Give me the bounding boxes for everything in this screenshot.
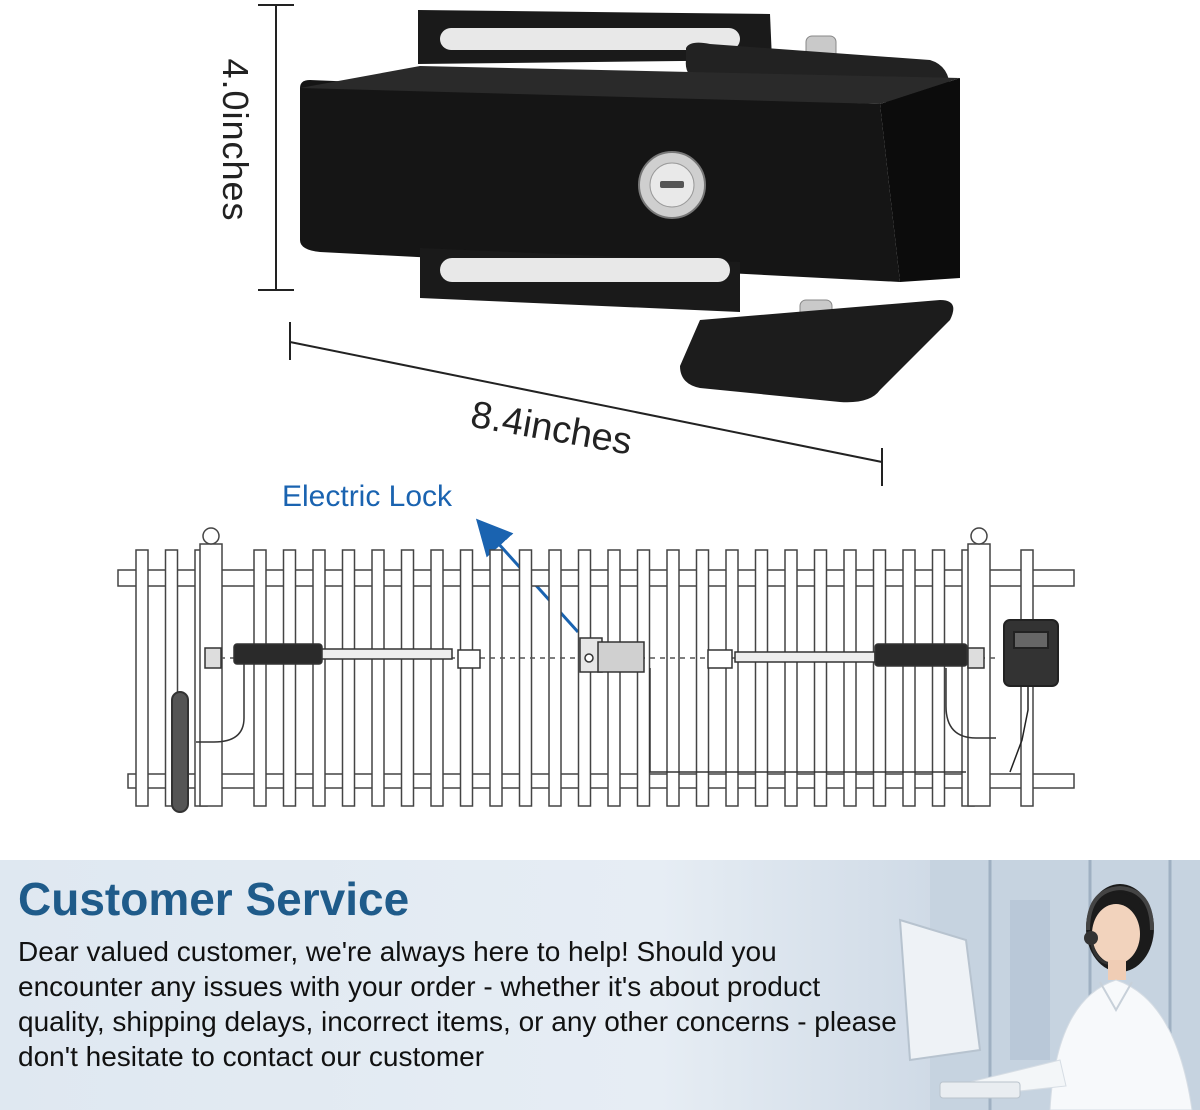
- bottom-rail: [127, 773, 1075, 789]
- right-gate-opener: [649, 643, 996, 773]
- fence-picket: [872, 549, 887, 807]
- lock-body: [300, 66, 960, 282]
- gate-installation-diagram: [117, 518, 1075, 813]
- fence-picket: [548, 549, 562, 807]
- left-post: [199, 543, 223, 807]
- keyboard: [939, 1081, 1021, 1099]
- width-dimension-line: [289, 322, 883, 486]
- remote-receiver: [171, 691, 189, 813]
- fence-picket: [489, 549, 503, 807]
- right-post: [967, 543, 991, 807]
- top-rail: [117, 569, 1075, 587]
- fence-picket: [902, 549, 916, 807]
- fence-picket: [695, 549, 710, 807]
- power-supply-box: [1003, 619, 1059, 773]
- fence-picket: [253, 549, 267, 807]
- height-dimension-label: 4.0inches: [215, 58, 256, 222]
- fence-picket: [459, 549, 474, 807]
- top-bracket: [418, 10, 772, 64]
- key-cylinder: [638, 151, 706, 219]
- fence-picket: [784, 549, 798, 807]
- fence-pickets: [135, 549, 1034, 807]
- fence-picket: [666, 549, 680, 807]
- electric-lock-on-gate: [579, 637, 645, 673]
- fence-picket: [282, 549, 297, 807]
- left-post-cap: [202, 527, 220, 545]
- fence-picket: [813, 549, 828, 807]
- fence-picket: [636, 549, 651, 807]
- fence-picket: [725, 549, 739, 807]
- bottom-latch-tab: [680, 300, 954, 403]
- fence-picket: [400, 549, 415, 807]
- customer-service-title: Customer Service: [18, 873, 410, 925]
- right-post-cap: [970, 527, 988, 545]
- fence-picket: [518, 549, 533, 807]
- height-dimension-line: [258, 4, 294, 291]
- headset-icon: [1086, 885, 1154, 931]
- customer-service-panel: [0, 860, 1200, 1110]
- support-agent-avatar: [939, 884, 1193, 1110]
- fence-picket: [371, 549, 385, 807]
- customer-service-message: Dear valued customer, we're always here …: [18, 936, 897, 1072]
- fence-picket: [135, 549, 149, 807]
- fence-picket: [312, 549, 326, 807]
- fence-picket: [577, 549, 592, 807]
- bottom-bracket: [420, 248, 740, 312]
- fence-picket: [931, 549, 946, 807]
- office-background-image: [898, 860, 1200, 1110]
- fence-picket: [430, 549, 444, 807]
- fence-picket: [843, 549, 857, 807]
- electric-lock-callout-label: Electric Lock: [282, 480, 453, 513]
- fence-picket: [341, 549, 356, 807]
- left-gate-opener: [196, 643, 481, 743]
- fence-picket: [607, 549, 621, 807]
- fence-picket: [754, 549, 769, 807]
- monitor: [898, 918, 982, 1062]
- product-illustration: [258, 4, 960, 486]
